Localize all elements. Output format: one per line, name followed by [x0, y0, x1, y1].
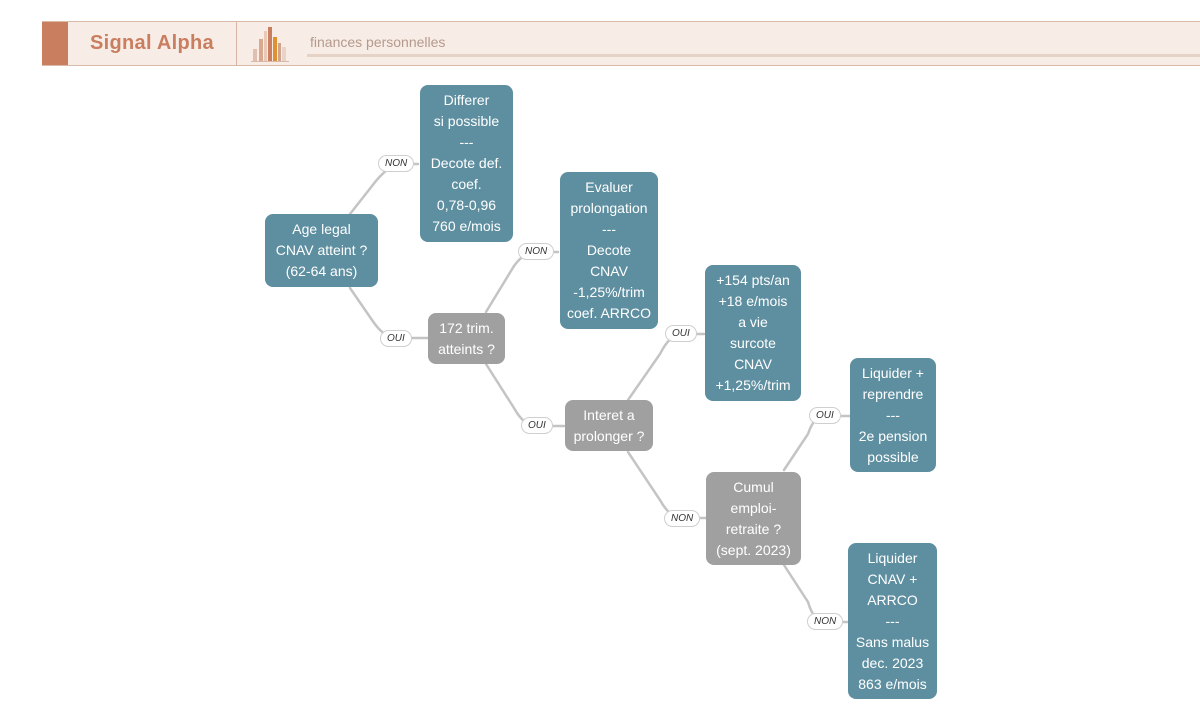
- edge-label-oui: OUI: [809, 407, 841, 424]
- node-evaluer[interactable]: Evaluer prolongation --- Decote CNAV -1,…: [560, 172, 658, 329]
- edge-interet-cumul: [626, 450, 708, 520]
- header-accent-bar: [42, 22, 68, 65]
- node-age-legal[interactable]: Age legal CNAV atteint ? (62-64 ans): [265, 214, 378, 287]
- node-cumul[interactable]: Cumul emploi- retraite ? (sept. 2023): [706, 472, 801, 565]
- node-interet-text: Interet a prolonger ?: [573, 406, 645, 444]
- header-rule: [307, 54, 1200, 57]
- node-liquider-cnav-text: Liquider CNAV + ARRCO --- Sans malus dec…: [855, 549, 930, 692]
- edge-interet-154: [626, 332, 706, 402]
- brand-title[interactable]: Signal Alpha: [90, 32, 214, 54]
- header-separator: [236, 22, 237, 65]
- edge-label-non: NON: [378, 155, 415, 172]
- node-172-trim-text: 172 trim. atteints ?: [438, 319, 495, 357]
- node-interet[interactable]: Interet a prolonger ?: [565, 400, 653, 451]
- edge-label-oui: OUI: [521, 417, 553, 434]
- header-subtitle: finances personnelles: [310, 34, 446, 50]
- edge-172-interet: [484, 362, 566, 428]
- node-differer-text: Differer si possible --- Decote def. coe…: [430, 92, 503, 234]
- node-differer[interactable]: Differer si possible --- Decote def. coe…: [420, 85, 513, 242]
- bar-chart-icon: [251, 27, 289, 62]
- edge-cumul-liquider-rep: [782, 414, 852, 472]
- edge-label-non: NON: [807, 613, 844, 630]
- node-age-legal-text: Age legal CNAV atteint ? (62-64 ans): [275, 221, 368, 279]
- edge-172-evaluer: [484, 250, 560, 314]
- node-172-trim[interactable]: 172 trim. atteints ?: [428, 313, 505, 364]
- edge-label-non: NON: [518, 243, 555, 260]
- edge-label-oui: OUI: [665, 325, 697, 342]
- edge-label-non: NON: [664, 510, 701, 527]
- node-liquider-cnav[interactable]: Liquider CNAV + ARRCO --- Sans malus dec…: [848, 543, 937, 699]
- node-154-pts-text: +154 pts/an +18 e/mois a vie surcote CNA…: [715, 272, 791, 393]
- node-liquider-reprendre[interactable]: Liquider + reprendre --- 2e pension poss…: [850, 358, 936, 472]
- node-evaluer-text: Evaluer prolongation --- Decote CNAV -1,…: [566, 179, 652, 321]
- node-cumul-text: Cumul emploi- retraite ? (sept. 2023): [716, 478, 791, 558]
- edge-label-oui: OUI: [380, 330, 412, 347]
- app-header: Signal Alpha finances personnelles: [42, 21, 1200, 66]
- node-liquider-reprendre-text: Liquider + reprendre --- 2e pension poss…: [858, 364, 928, 465]
- node-154-pts[interactable]: +154 pts/an +18 e/mois a vie surcote CNA…: [705, 265, 801, 401]
